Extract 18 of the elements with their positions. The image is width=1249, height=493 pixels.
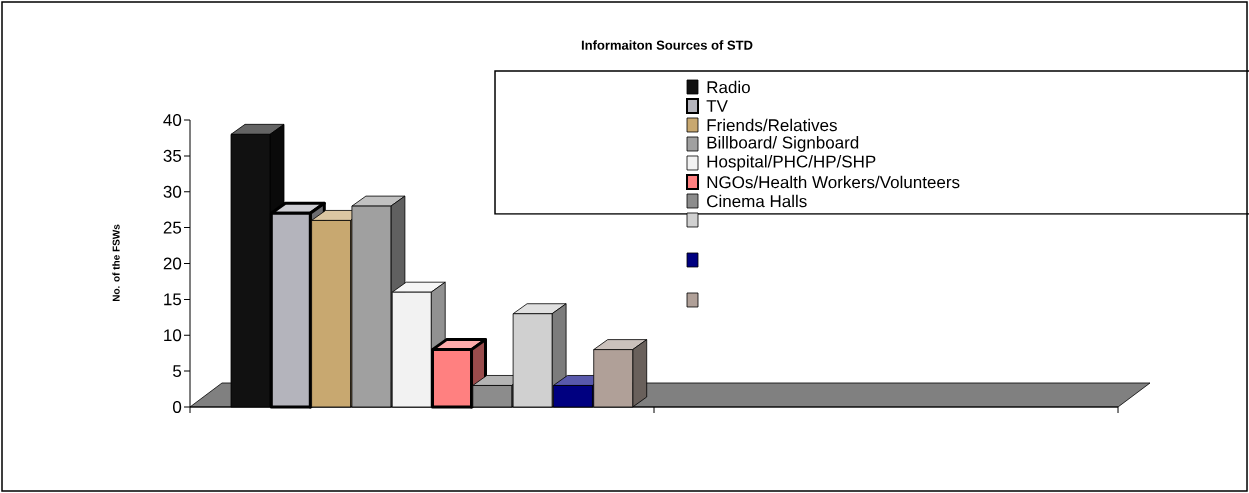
legend-label: Billboard/ Signboard: [707, 136, 859, 152]
legend-label: Friends/Relatives: [707, 118, 837, 132]
tick-label: 30: [163, 185, 182, 198]
tick-label: 15: [164, 293, 182, 306]
legend-label: Hospital/PHC/HP/SHP: [707, 155, 876, 171]
axis-title: No. of the FSWs: [112, 224, 120, 302]
legend-label: Cinema Halls: [707, 194, 807, 208]
legend-label: TV: [706, 100, 728, 112]
tick-label: 5: [173, 365, 182, 378]
tick-label: 10: [164, 329, 182, 342]
legend-label: Radio: [707, 80, 750, 94]
tick-label: 0: [173, 401, 182, 413]
tick-label: 20: [163, 257, 182, 270]
legend-label: NGOs/Health Workers/Volunteers: [707, 175, 960, 189]
tick-label: 25: [163, 221, 182, 234]
chart-title: Informaiton Sources of STD: [581, 40, 753, 50]
tick-label: 35: [163, 149, 182, 162]
tick-label: 40: [163, 114, 182, 126]
